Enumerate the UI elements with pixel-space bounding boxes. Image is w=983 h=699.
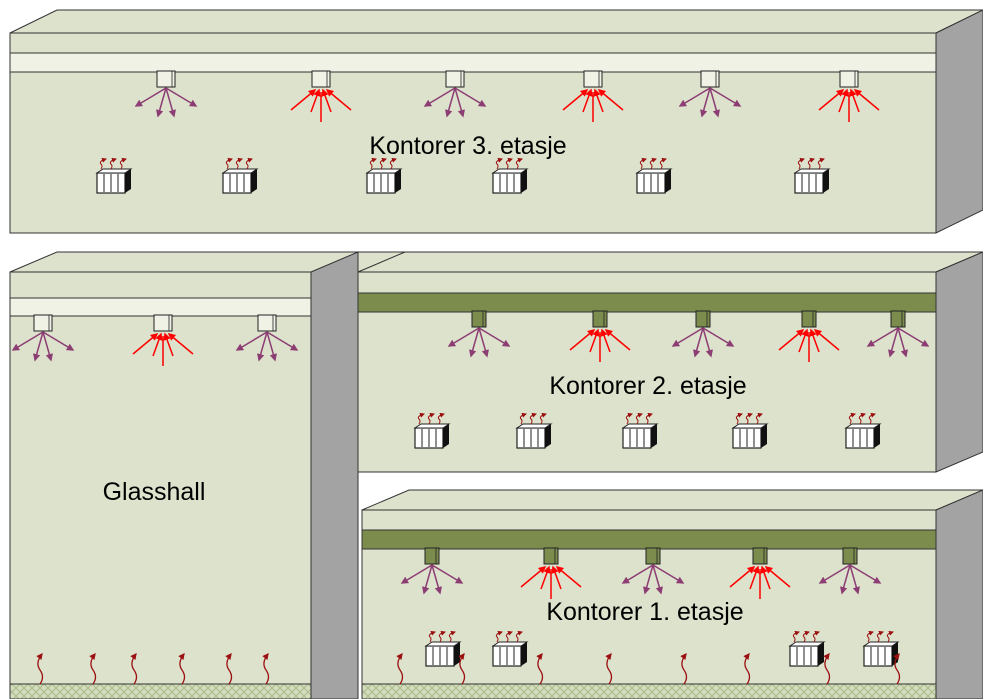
- ventilation-duct: [9, 297, 312, 317]
- heating-cable-icon: [605, 652, 613, 685]
- radiator-icon: [491, 630, 529, 667]
- supply-diffuser-icon: [235, 314, 299, 362]
- heating-cable-icon: [262, 652, 270, 685]
- floor-heating: [361, 683, 937, 699]
- room-label: Kontorer 3. etasje: [369, 132, 566, 160]
- room-top-face: [9, 251, 425, 273]
- radiator-icon: [635, 157, 673, 194]
- room-top-face: [357, 251, 983, 273]
- heating-cable-icon: [458, 652, 466, 685]
- supply-diffuser-icon: [866, 310, 930, 358]
- extract-grille-icon: [562, 70, 624, 122]
- heating-cable-icon: [130, 652, 138, 685]
- room-top-face: [361, 489, 983, 511]
- supply-diffuser-icon: [423, 70, 487, 118]
- room-label: Glasshall: [103, 478, 206, 506]
- supply-diffuser-icon: [134, 70, 198, 118]
- heating-cable-icon: [893, 652, 901, 685]
- room-label: Kontorer 2. etasje: [549, 372, 746, 400]
- radiator-icon: [788, 630, 826, 667]
- supply-diffuser-icon: [447, 310, 511, 358]
- heating-cable-icon: [89, 652, 97, 685]
- supply-diffuser-icon: [11, 314, 75, 362]
- heating-cable-icon: [680, 652, 688, 685]
- room-side-face: [310, 251, 359, 699]
- room-side-face: [935, 251, 983, 473]
- extract-grille-icon: [132, 314, 194, 366]
- floor-heating: [9, 683, 312, 699]
- room-kontorer-1-etasje: Kontorer 1. etasje: [361, 489, 983, 699]
- heating-cable-icon: [225, 652, 233, 685]
- room-side-face: [935, 9, 983, 234]
- supply-diffuser-icon: [400, 547, 464, 595]
- radiator-icon: [844, 412, 882, 449]
- extract-grille-icon: [729, 547, 791, 599]
- heating-cable-icon: [178, 652, 186, 685]
- extract-grille-icon: [818, 70, 880, 122]
- radiator-icon: [731, 412, 769, 449]
- room-label: Kontorer 1. etasje: [546, 598, 743, 626]
- heating-cable-icon: [823, 652, 831, 685]
- room-top-face: [9, 9, 983, 34]
- extract-grille-icon: [290, 70, 352, 122]
- heating-cable-icon: [536, 652, 544, 685]
- radiator-icon: [221, 157, 259, 194]
- ventilation-duct: [9, 52, 937, 73]
- extract-grille-icon: [778, 310, 840, 362]
- radiator-icon: [862, 630, 900, 667]
- room-glasshall: Glasshall: [9, 251, 425, 699]
- ventilation-duct: [361, 529, 937, 550]
- heating-cable-icon: [36, 652, 44, 685]
- heating-cable-icon: [743, 652, 751, 685]
- supply-diffuser-icon: [621, 547, 685, 595]
- supply-diffuser-icon: [678, 70, 742, 118]
- heating-cable-icon: [396, 652, 404, 685]
- radiator-icon: [491, 157, 529, 194]
- supply-diffuser-icon: [671, 310, 735, 358]
- radiator-icon: [365, 157, 403, 194]
- room-kontorer-2-etasje: Kontorer 2. etasje: [357, 251, 983, 473]
- room-side-face: [935, 489, 983, 699]
- ventilation-duct: [357, 292, 937, 313]
- extract-grille-icon: [520, 547, 582, 599]
- extract-grille-icon: [569, 310, 631, 362]
- radiator-icon: [515, 412, 553, 449]
- radiator-icon: [424, 630, 462, 667]
- radiator-icon: [413, 412, 451, 449]
- room-kontorer-3-etasje: Kontorer 3. etasje: [9, 9, 983, 234]
- supply-diffuser-icon: [818, 547, 882, 595]
- radiator-icon: [621, 412, 659, 449]
- radiator-icon: [793, 157, 831, 194]
- radiator-icon: [95, 157, 133, 194]
